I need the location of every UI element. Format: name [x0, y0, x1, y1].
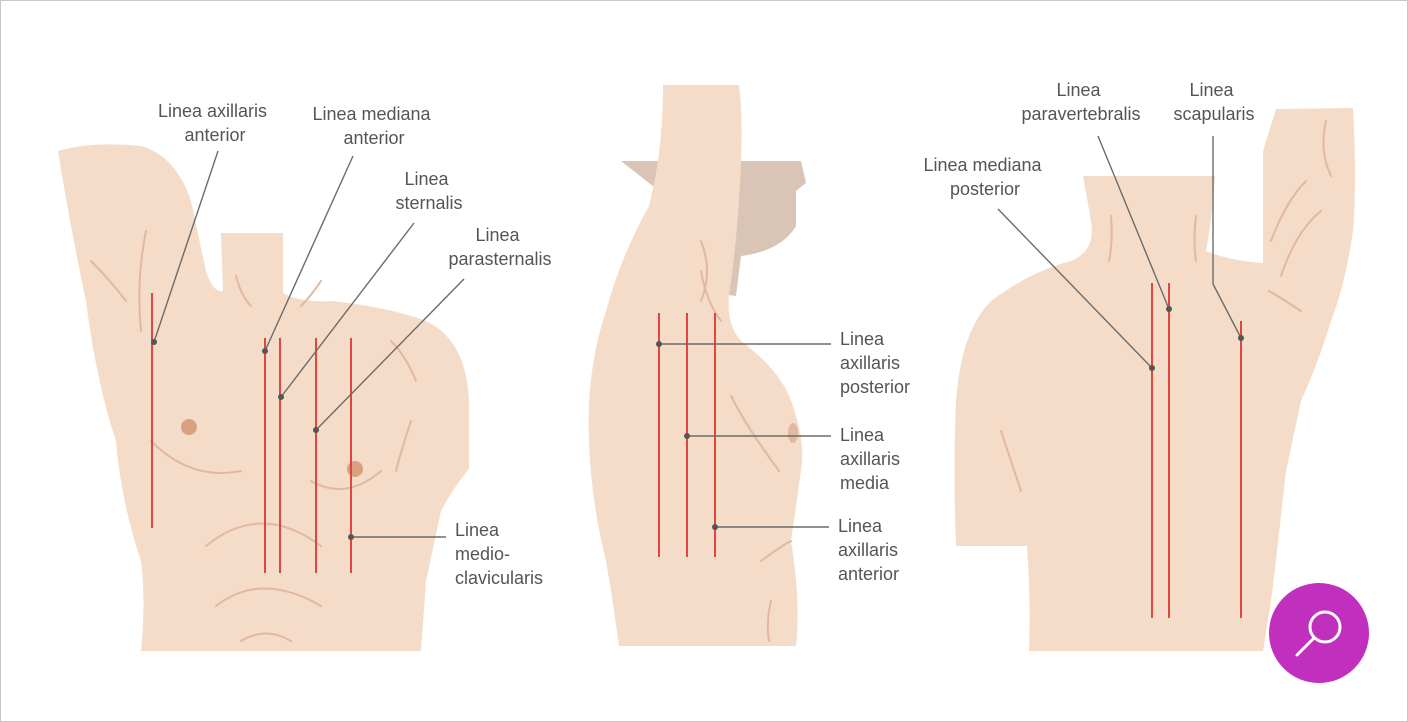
front-labels: Linea axillaris anterior Linea mediana a…	[158, 101, 552, 588]
front-leader-lines	[151, 150, 465, 540]
magnifier-icon	[1295, 610, 1342, 657]
label-axillaris-anterior-front: Linea axillaris anterior	[158, 101, 272, 145]
front-torso-figure	[58, 144, 469, 652]
label-axillaris-media: Linea axillaris media	[840, 425, 905, 493]
label-paravertebralis: Linea paravertebralis	[1021, 80, 1140, 124]
label-medioclavicularis: Linea medio- clavicularis	[455, 520, 543, 588]
label-axillaris-anterior-side: Linea axillaris anterior	[838, 516, 903, 584]
label-axillaris-posterior: Linea axillaris posterior	[840, 329, 910, 397]
back-leader-lines	[997, 135, 1244, 371]
label-parasternalis: Linea parasternalis	[448, 225, 551, 269]
side-leader-lines	[656, 341, 831, 530]
label-scapularis: Linea scapularis	[1173, 80, 1254, 124]
label-mediana-posterior: Linea mediana posterior	[923, 155, 1046, 199]
side-labels: Linea axillaris posterior Linea axillari…	[838, 329, 910, 584]
back-labels: Linea paravertebralis Linea scapularis L…	[923, 80, 1254, 199]
back-reference-lines	[1151, 283, 1242, 618]
back-torso-figure	[954, 108, 1355, 651]
side-torso-figure	[588, 85, 806, 646]
label-sternalis: Linea sternalis	[395, 169, 462, 213]
zoom-button[interactable]	[1269, 583, 1369, 683]
front-reference-lines	[151, 293, 352, 573]
label-mediana-anterior: Linea mediana anterior	[312, 104, 435, 148]
